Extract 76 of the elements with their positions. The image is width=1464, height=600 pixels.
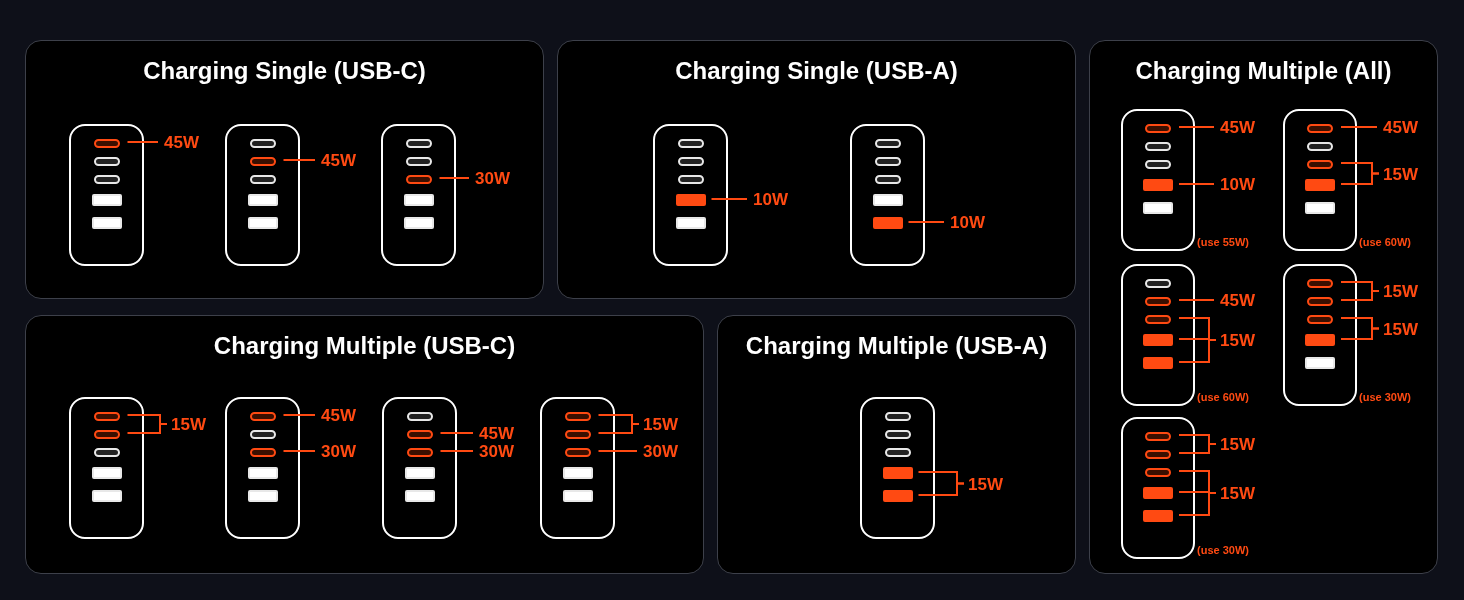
wattage-label: 45W — [1220, 118, 1255, 138]
wattage-label: 10W — [1220, 175, 1255, 195]
leader-line — [1340, 126, 1378, 128]
charger-drawing — [225, 124, 300, 266]
wattage-label: 15W — [1383, 319, 1418, 340]
leader-line — [439, 432, 474, 434]
wattage-label: 15W — [1220, 331, 1255, 351]
leader-line — [710, 198, 748, 200]
leader-line — [438, 177, 470, 179]
charger-drawing — [382, 397, 457, 539]
leader-line — [126, 141, 159, 143]
charger-drawing — [381, 124, 456, 266]
wattage-label: 30W — [479, 442, 514, 462]
panel-title: Charging Single (USB-A) — [674, 57, 959, 85]
charger-drawing — [1121, 417, 1195, 559]
wattage-label: 15W — [1383, 282, 1418, 302]
wattage-label: 15W — [643, 415, 678, 435]
panel-title: Charging Multiple (All) — [1134, 57, 1393, 85]
leader-line — [282, 414, 316, 416]
leader-line — [1178, 126, 1215, 128]
panel — [557, 40, 1076, 299]
wattage-label: 45W — [1220, 291, 1255, 311]
wattage-label: 15W — [968, 474, 1003, 495]
leader-line — [1340, 290, 1380, 301]
wattage-label: 10W — [753, 190, 788, 210]
leader-line — [1340, 327, 1380, 340]
leader-line — [597, 423, 640, 434]
panel-title: Charging Multiple (USB-A) — [744, 332, 1049, 360]
leader-line — [907, 221, 945, 223]
leader-line — [282, 159, 316, 161]
panel — [717, 315, 1076, 574]
wattage-label: 15W — [1220, 435, 1255, 455]
leader-line — [917, 482, 965, 496]
wattage-label: 15W — [1383, 164, 1418, 185]
charger-drawing — [860, 397, 935, 539]
wattage-label: 45W — [321, 406, 356, 426]
charger-drawing — [69, 397, 144, 539]
leader-line — [282, 450, 316, 452]
note-text: (use 30W) — [1359, 391, 1411, 404]
wattage-label: 10W — [950, 213, 985, 233]
wattage-label: 45W — [479, 424, 514, 444]
leader-line — [439, 450, 474, 452]
leader-line — [1178, 443, 1217, 454]
panel-title: Charging Single (USB-C) — [142, 57, 427, 85]
note-text: (use 30W) — [1197, 544, 1249, 557]
note-text: (use 60W) — [1359, 236, 1411, 249]
charger-drawing — [1283, 264, 1357, 406]
wattage-label: 30W — [321, 442, 356, 462]
panel-title: Charging Multiple (USB-C) — [212, 332, 517, 360]
wattage-label: 45W — [1383, 118, 1418, 138]
leader-line — [1178, 183, 1215, 185]
leader-line — [1178, 339, 1217, 363]
charger-drawing — [69, 124, 144, 266]
leader-line — [126, 423, 168, 434]
leader-line — [1340, 172, 1380, 185]
wattage-label: 45W — [321, 151, 356, 171]
leader-line — [1178, 492, 1217, 516]
wattage-label: 15W — [171, 415, 206, 435]
wattage-label: 15W — [1220, 484, 1255, 504]
charger-drawing — [540, 397, 615, 539]
charger-drawing — [1121, 109, 1195, 251]
note-text: (use 55W) — [1197, 236, 1249, 249]
charger-drawing — [1283, 109, 1357, 251]
panel — [25, 40, 544, 299]
charger-drawing — [850, 124, 925, 266]
charger-drawing — [653, 124, 728, 266]
leader-line — [1178, 299, 1215, 301]
wattage-label: 45W — [164, 133, 199, 153]
wattage-label: 30W — [475, 169, 510, 189]
charger-drawing — [225, 397, 300, 539]
panel — [25, 315, 704, 574]
panel — [1089, 40, 1438, 574]
note-text: (use 60W) — [1197, 391, 1249, 404]
wattage-label: 30W — [643, 442, 678, 462]
leader-line — [597, 450, 638, 452]
charger-drawing — [1121, 264, 1195, 406]
